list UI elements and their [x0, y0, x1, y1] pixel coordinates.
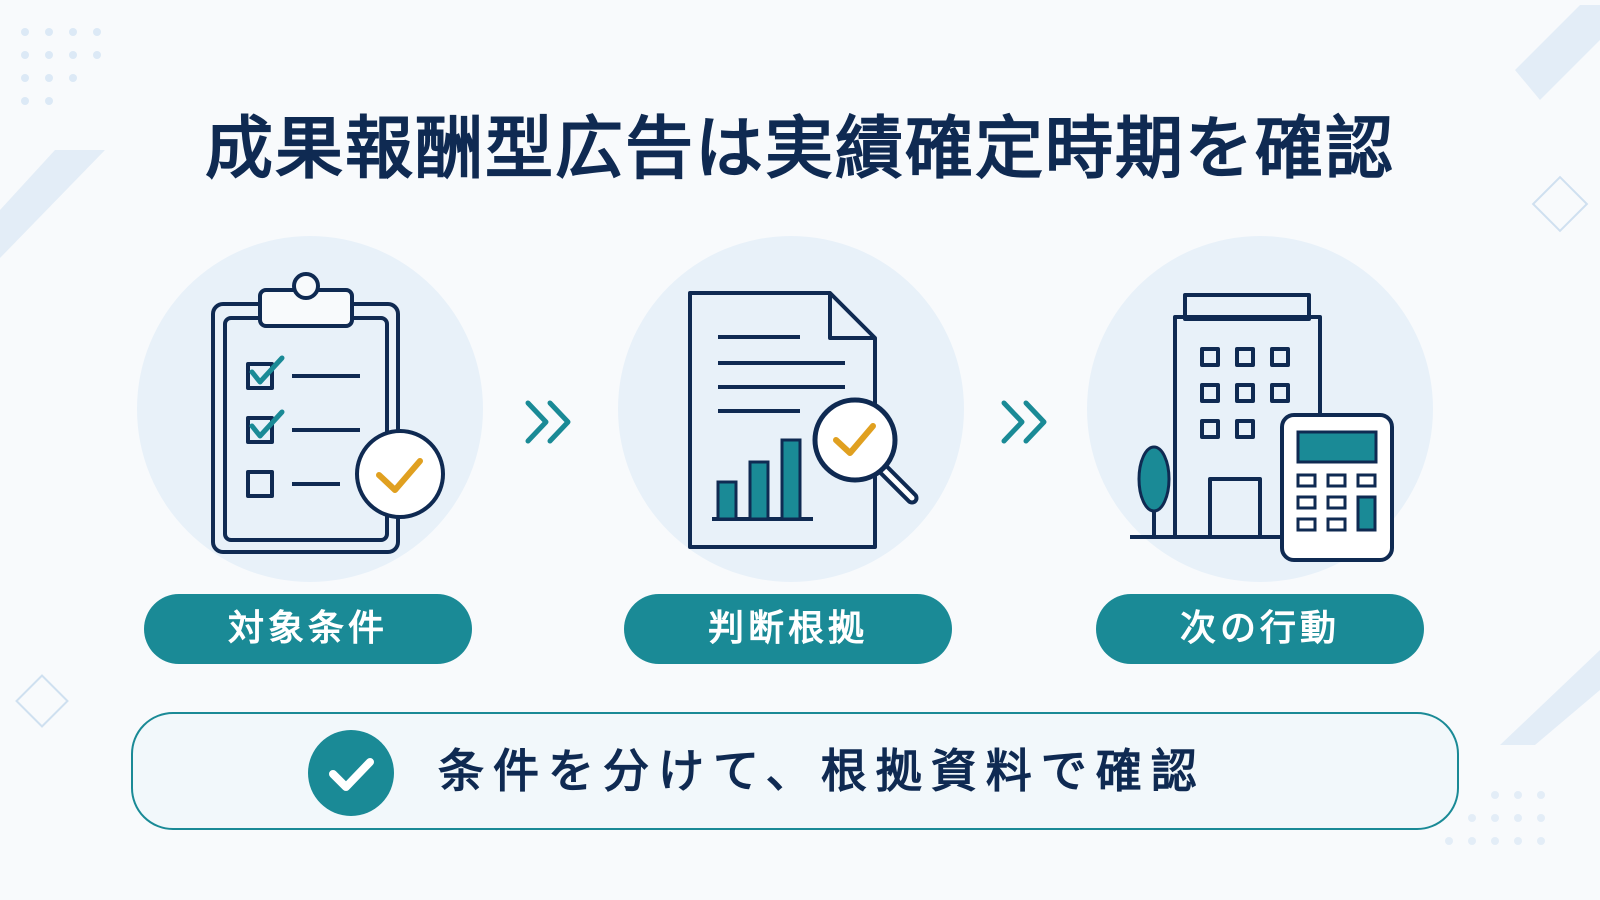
- diamond-outline-left: [15, 674, 69, 728]
- summary-banner: 条件を分けて、根拠資料で確認: [131, 712, 1459, 830]
- step-1-label: 対象条件: [144, 594, 472, 664]
- dot-grid-bottom-right: [1445, 791, 1545, 845]
- page-title: 成果報酬型広告は実績確定時期を確認: [204, 110, 1395, 189]
- dot-grid-top-left: [21, 28, 101, 105]
- document-chart-magnifier-icon: [688, 291, 919, 549]
- stripe-bottom-right: [1500, 650, 1600, 745]
- stripe-top-right: [1515, 5, 1600, 100]
- stripe-left: [0, 150, 105, 258]
- double-chevron-right-icon: [525, 400, 571, 444]
- summary-text: 条件を分けて、根拠資料で確認: [438, 744, 1206, 798]
- building-calculator-icon: [1130, 293, 1394, 562]
- check-circle-icon: [308, 730, 394, 816]
- step-2-label: 判断根拠: [624, 594, 952, 664]
- double-chevron-right-icon: [1001, 400, 1047, 444]
- diamond-outline-right: [1531, 175, 1589, 233]
- step-3-label: 次の行動: [1096, 594, 1424, 664]
- clipboard-checklist-icon: [211, 272, 445, 554]
